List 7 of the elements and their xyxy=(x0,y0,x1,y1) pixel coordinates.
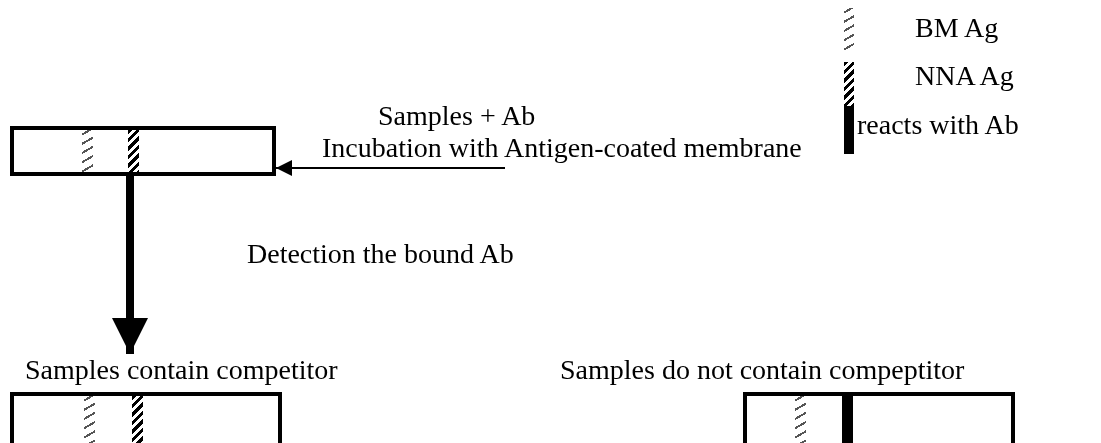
legend-label: BM Ag xyxy=(915,12,999,44)
legend-label: reacts with Ab xyxy=(857,109,1019,141)
legend-label: NNA Ag xyxy=(915,60,1014,92)
strip-heading: Samples contain competitor xyxy=(25,354,338,386)
strip-heading: Samples do not contain compeptitor xyxy=(560,354,965,386)
note-text: Incubation with Antigen-coated membrane xyxy=(322,132,802,164)
note-text: Samples + Ab xyxy=(378,100,536,132)
